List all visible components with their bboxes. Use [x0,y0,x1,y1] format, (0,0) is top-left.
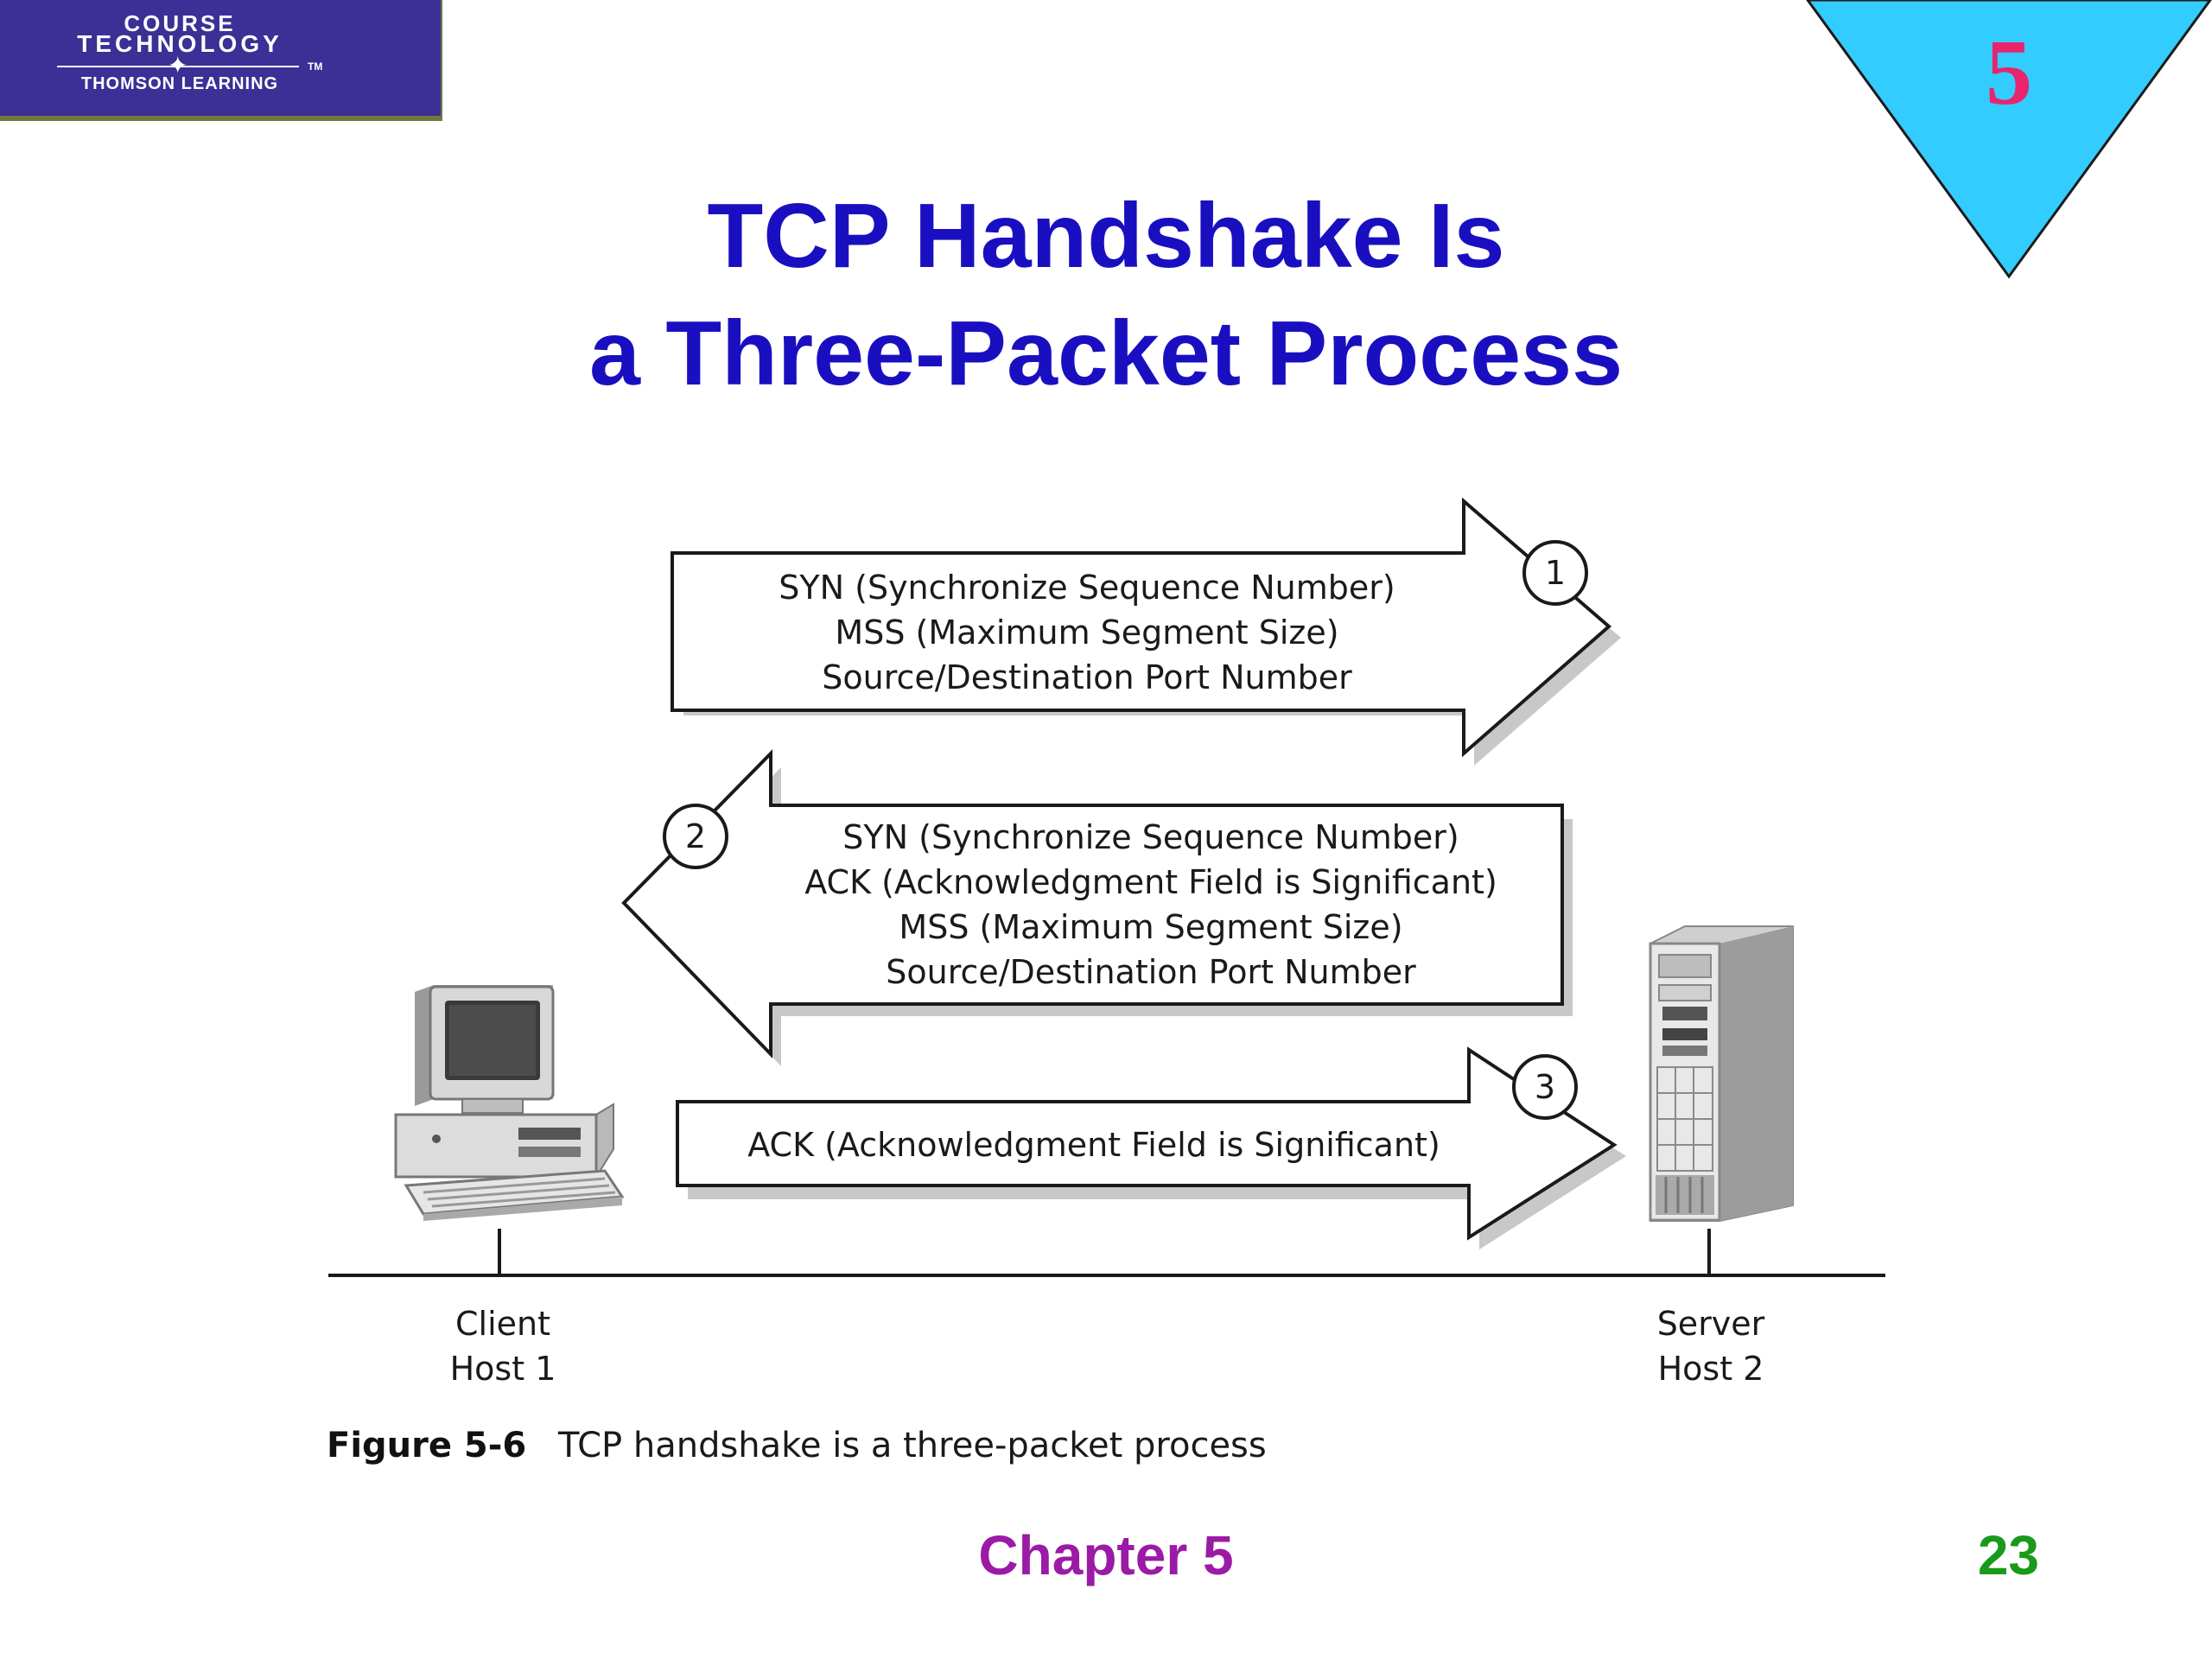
server-tower-icon [1649,925,1794,1222]
client-label: Client [455,1305,550,1343]
logo-rule [57,66,299,67]
footer-page-number: 23 [1977,1524,2039,1586]
corner-triangle [1806,0,2212,279]
packet-2-line-1: SYN (Synchronize Sequence Number) [842,818,1459,856]
packet-1-line-2: MSS (Maximum Segment Size) [835,613,1338,652]
server-label: Server [1657,1305,1765,1343]
course-technology-logo: COURSE TECHNOLOGY ✦ TM THOMSON LEARNING [0,0,442,121]
step-1-marker [1522,540,1588,606]
packet-1-line-1: SYN (Synchronize Sequence Number) [779,569,1395,607]
logo-trademark: TM [308,60,323,73]
packet-3-arrow: ACK (Acknowledgment Field is Significant… [676,1046,1626,1249]
step-3-marker [1512,1054,1578,1120]
packet-2-line-3: MSS (Maximum Segment Size) [899,908,1402,946]
figure-caption: TCP handshake is a three-packet process [557,1426,1267,1465]
step-3-number: 3 [1535,1068,1555,1106]
step-2-marker [663,804,728,869]
packet-2-line-4: Source/Destination Port Number [886,953,1416,991]
client-computer-icon [394,985,625,1221]
step-2-number: 2 [685,817,706,855]
packet-2-line-2: ACK (Acknowledgment Field is Significant… [804,863,1497,901]
step-1-number: 1 [1545,554,1566,592]
corner-chapter-number: 5 [1986,22,2032,124]
packet-3-line-1: ACK (Acknowledgment Field is Significant… [747,1126,1440,1164]
title-line-2: a Three-Packet Process [588,302,1624,404]
figure-label: Figure 5-6 [327,1426,526,1465]
logo-line-3: THOMSON LEARNING [80,74,279,93]
footer-chapter: Chapter 5 [978,1524,1234,1586]
packet-1-line-3: Source/Destination Port Number [822,658,1352,696]
packet-1-arrow: SYN (Synchronize Sequence Number) MSS (M… [671,497,1621,766]
client-host-label: Host 1 [450,1350,556,1388]
logo-star-icon: ✦ [168,52,188,79]
logo-line-1: COURSE [124,10,236,36]
packet-2-arrow: SYN (Synchronize Sequence Number) ACK (A… [621,749,1573,1066]
server-host-label: Host 2 [1658,1350,1764,1388]
logo-line-2: TECHNOLOGY [77,30,283,57]
slide-title: TCP Handshake Is a Three-Packet Process [0,177,2212,412]
title-line-1: TCP Handshake Is [707,185,1505,287]
